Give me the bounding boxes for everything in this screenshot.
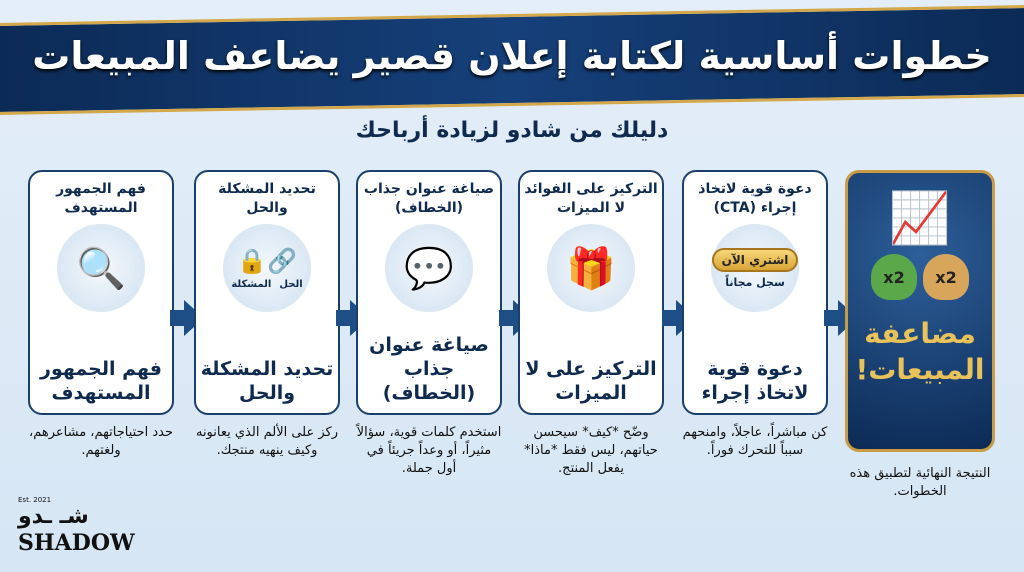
step-card-benefits: التركيز على الفوائد لا الميزات 🎁 التركيز… — [518, 170, 664, 415]
step-heading: التركيز على الفوائد لا الميزات — [524, 181, 658, 216]
final-description: النتيجة النهائية لتطبيق هذه الخطوات. — [849, 466, 991, 499]
logo-established: Est. 2021 — [18, 496, 52, 504]
page-subtitle: دليلك من شادو لزيادة أرباحك — [355, 118, 669, 143]
step-description: استخدم كلمات قوية، سؤالاً مثيراً، أو وعد… — [356, 425, 502, 476]
step-heading: تحديد المشكلة والحل — [218, 181, 316, 216]
chain-lock-graphic: 🔗🔒 — [237, 246, 297, 275]
step-description: وضّح *كيف* سيحسن حياتهم، ليس فقط *ماذا* … — [524, 425, 658, 476]
register-free-label: سجل مجاناً — [725, 275, 785, 289]
logo-arabic: شـ ـدو — [18, 504, 89, 529]
final-result-card: 📈 x2 x2 مضاعفة المبيعات! — [845, 170, 995, 452]
final-title: مضاعفة المبيعات! — [855, 317, 985, 386]
step-description: ركز على الألم الذي يعانونه وكيف ينهيه من… — [195, 425, 339, 458]
step-title: فهم الجمهور المستهدف — [40, 358, 162, 404]
step-title: تحديد المشكلة والحل — [200, 358, 334, 404]
money-bag-icon: x2 — [871, 254, 917, 300]
step-card-audience: فهم الجمهور المستهدف 🔍 فهم الجمهور المست… — [28, 170, 174, 415]
gift-box-icon: 🎁 — [547, 224, 635, 312]
step-card-headline: صياغة عنوان جذاب (الخطاف) 💬 صياغة عنوان … — [356, 170, 502, 415]
step-title: صياغة عنوان جذاب (الخطاف) — [369, 334, 489, 404]
page-title: خطوات أساسية لكتابة إعلان قصير يضاعف الم… — [32, 34, 992, 78]
solution-label: الحل — [279, 278, 303, 290]
audience-magnifier-icon: 🔍 — [57, 224, 145, 312]
shadow-logo: Est. 2021 شـ ـدو SHADOW — [18, 496, 135, 556]
step-card-cta: دعوة قوية لاتخاذ إجراء (CTA) اشتري الآن … — [682, 170, 828, 415]
problem-label: المشكلة — [231, 278, 272, 290]
step-heading: دعوة قوية لاتخاذ إجراء (CTA) — [698, 181, 812, 216]
step-heading: صياغة عنوان جذاب (الخطاف) — [363, 181, 495, 216]
step-title: التركيز على لا الميزات — [525, 358, 657, 404]
step-card-problem: تحديد المشكلة والحل 🔗🔒 الحل المشكلة تحدي… — [194, 170, 340, 415]
hook-message-icon: 💬 — [385, 224, 473, 312]
step-description: كن مباشراً، عاجلاً، وامنحهم سبباً للتحرك… — [682, 425, 828, 458]
broken-chain-lock-icon: 🔗🔒 الحل المشكلة — [223, 224, 311, 312]
step-description: حدد احتياجاتهم، مشاعرهم، ولغتهم. — [29, 425, 173, 458]
step-title: دعوة قوية لاتخاذ إجراء — [701, 358, 809, 404]
logo-english: SHADOW — [18, 530, 135, 556]
step-heading: فهم الجمهور المستهدف — [56, 181, 146, 216]
rising-arrow-icon: 📈 — [888, 189, 952, 247]
cta-button-icon: اشتري الآن سجل مجاناً — [711, 224, 799, 312]
money-bag-icon: x2 — [923, 254, 969, 300]
buy-now-button-graphic: اشتري الآن — [711, 247, 799, 272]
